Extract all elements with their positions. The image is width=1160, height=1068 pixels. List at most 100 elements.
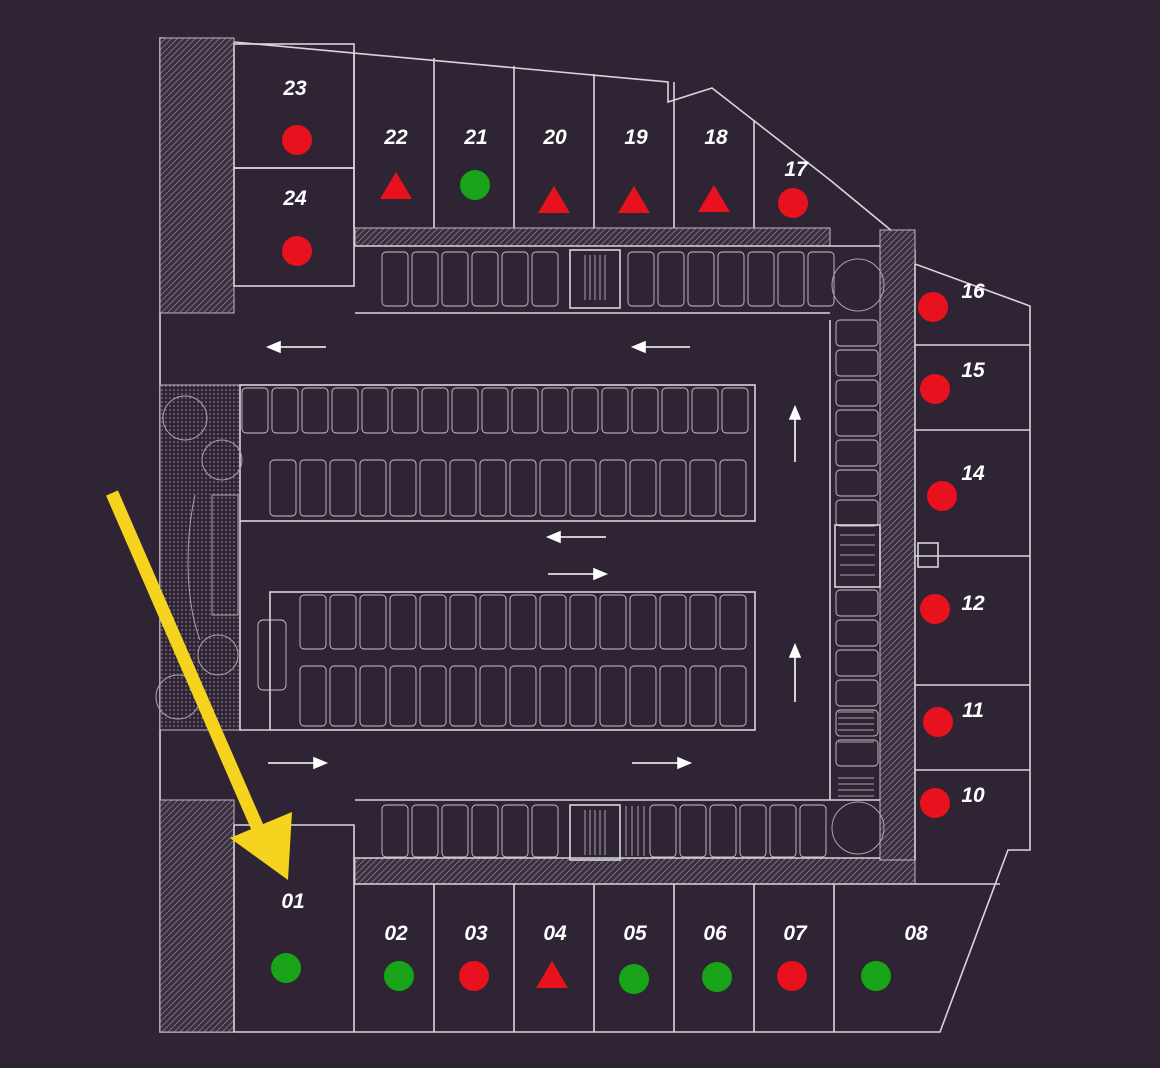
parking-stall [769,804,797,858]
tree-icon [197,634,239,676]
parking-island-lower [269,591,756,731]
parking-stall [241,387,269,434]
parking-stall [531,251,559,307]
unit-label: 06 [703,922,727,945]
status-circle-icon [918,292,948,322]
parking-island-left [239,521,270,731]
status-circle-icon [920,374,950,404]
parking-stall [629,459,657,517]
unit-19[interactable]: 19 [618,126,650,213]
parking-stall [539,459,567,517]
status-triangle-icon [698,185,730,212]
parking-stall [835,379,879,407]
parking-stall [411,804,439,858]
unit-08[interactable]: 08 [861,922,928,991]
parking-stall [541,387,569,434]
unit-18[interactable]: 18 [698,126,730,212]
crosswalk-bottom [625,806,645,856]
status-circle-icon [384,961,414,991]
parking-stall [659,459,687,517]
unit-label: 03 [464,922,488,945]
unit-label: 18 [704,126,728,149]
unit-02[interactable]: 02 [384,922,414,991]
unit-label: 16 [961,280,985,303]
parking-stall [661,387,689,434]
parking-stall [299,459,327,517]
unit-label: 08 [904,922,928,945]
unit-06[interactable]: 06 [702,922,732,992]
status-circle-icon [282,125,312,155]
parking-stall [689,665,717,727]
parking-stall [835,709,879,737]
parking-stall [479,665,507,727]
left-corridor-bottom [159,799,235,1033]
parking-stall [807,251,835,307]
unit-label: 15 [961,359,985,382]
parking-stall [419,594,447,650]
tree-icon-group [155,258,885,855]
status-triangle-icon [380,172,412,199]
unit-20[interactable]: 20 [538,126,570,213]
parking-stalls [241,251,879,858]
unit-01[interactable]: 01 [271,890,305,983]
parking-stall [419,459,447,517]
unit-16[interactable]: 16 [918,280,985,322]
parking-stall [391,387,419,434]
unit-24[interactable]: 24 [282,187,312,266]
top-units [233,43,755,287]
parking-stall [501,804,529,858]
unit-22[interactable]: 22 [380,126,412,199]
unit-21[interactable]: 21 [460,126,490,200]
parking-stall [449,665,477,727]
unit-11[interactable]: 11 [923,699,984,737]
parking-stall [629,594,657,650]
tree-icon [162,395,208,441]
parking-stall [835,349,879,377]
unit-12[interactable]: 12 [920,592,985,624]
unit-label: 24 [282,187,307,210]
unit-05[interactable]: 05 [619,922,649,994]
parking-stall [627,251,655,307]
arrow-right-icon [268,756,329,770]
arrow-up-icon [788,404,802,462]
parking-stall [569,665,597,727]
parking-stall [631,387,659,434]
unit-04[interactable]: 04 [536,922,568,988]
unit-07[interactable]: 07 [777,922,808,991]
parking-island-upper [239,384,756,522]
unit-17[interactable]: 17 [778,158,809,218]
status-circle-icon [459,961,489,991]
arrow-left-icon [265,340,326,354]
parking-stall [411,251,439,307]
parking-stall [599,665,627,727]
parking-stall [835,469,879,497]
right-corridor [879,229,916,861]
unit-markers: 01 02 03 04 05 06 07 08 10 11 12 14 15 16 17 18 19 20 21 22… [271,77,985,994]
status-circle-icon [777,961,807,991]
unit-15[interactable]: 15 [920,359,985,404]
parking-stall [421,387,449,434]
parking-stall [721,387,749,434]
parking-stall [569,594,597,650]
status-circle-icon [920,788,950,818]
parking-stall [835,679,879,707]
unit-10[interactable]: 10 [920,784,985,818]
unit-label: 01 [281,890,304,913]
tree-icon [201,439,243,481]
parking-stall [799,804,827,858]
parking-stall [501,251,529,307]
status-triangle-icon [536,961,568,988]
parking-stall [451,387,479,434]
unit-label: 04 [543,922,567,945]
drive-lanes [355,245,880,859]
unit-23[interactable]: 23 [282,77,312,155]
parking-stall [719,594,747,650]
parking-stall [657,251,685,307]
unit-14[interactable]: 14 [927,462,985,511]
status-circle-icon [923,707,953,737]
unit-03[interactable]: 03 [459,922,489,991]
parking-stall [539,665,567,727]
parking-stall [659,665,687,727]
parking-stall [717,251,745,307]
parking-stall [835,499,879,527]
